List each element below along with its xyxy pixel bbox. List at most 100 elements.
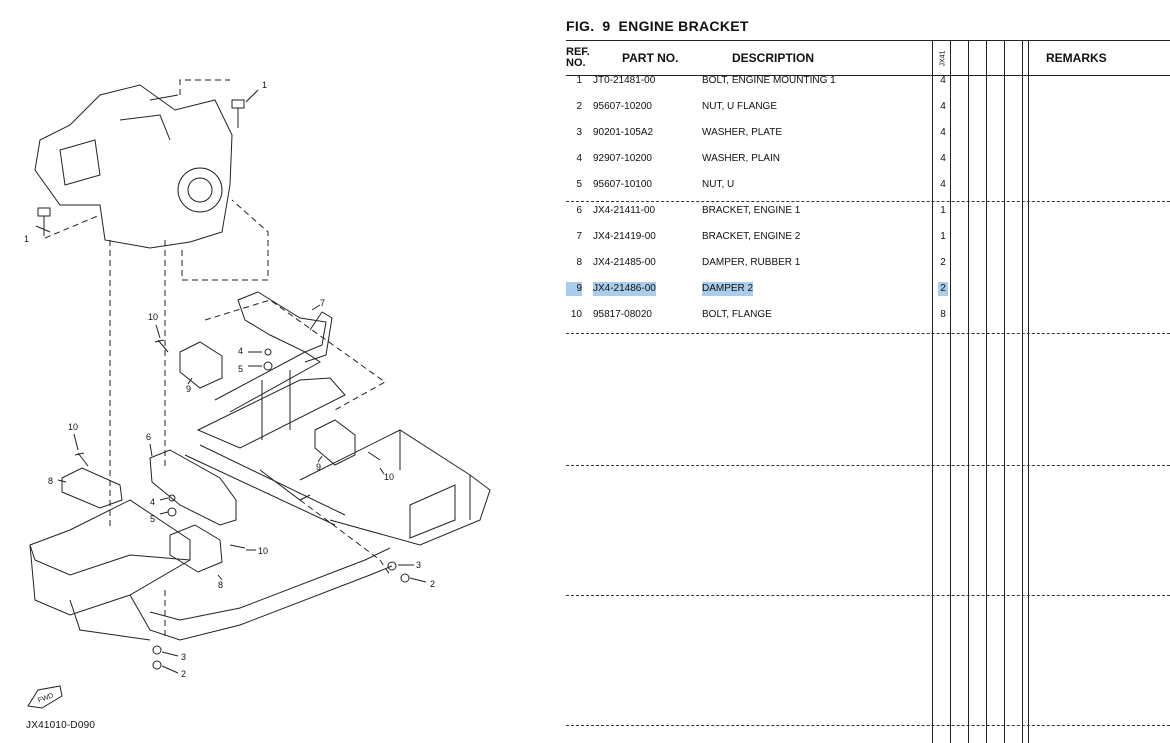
description: NUT, U bbox=[702, 179, 735, 190]
callout: 7 bbox=[320, 298, 325, 308]
callout: 10 bbox=[148, 312, 158, 322]
callout: 5 bbox=[150, 514, 155, 524]
group-divider bbox=[566, 333, 1170, 334]
callout: 6 bbox=[146, 432, 151, 442]
part-no: JX4-21411-00 bbox=[593, 205, 656, 216]
figure-number: 9 bbox=[602, 18, 611, 34]
header-part-no: PART NO. bbox=[622, 51, 679, 65]
quantity: 1 bbox=[940, 205, 946, 216]
column-divider bbox=[1004, 40, 1005, 743]
description: BOLT, FLANGE bbox=[702, 309, 772, 320]
table-row: 7 JX4-21419-00 BRACKET, ENGINE 2 1 bbox=[566, 230, 1170, 256]
ref-no: 6 bbox=[576, 205, 582, 216]
description: WASHER, PLATE bbox=[702, 127, 783, 138]
callout: 3 bbox=[416, 560, 421, 570]
column-divider bbox=[1028, 40, 1029, 743]
ref-no: 3 bbox=[576, 127, 582, 138]
description: WASHER, PLAIN bbox=[702, 153, 780, 164]
figure-name: ENGINE BRACKET bbox=[618, 18, 749, 34]
callout: 2 bbox=[181, 669, 186, 679]
description: BRACKET, ENGINE 2 bbox=[702, 231, 801, 242]
quantity: 4 bbox=[940, 179, 946, 190]
callout: 3 bbox=[181, 652, 186, 662]
column-divider bbox=[986, 40, 987, 743]
table-row: 5 95607-10100 NUT, U 4 bbox=[566, 178, 1170, 204]
table-header: REF. NO. PART NO. DESCRIPTION JX41 REMAR… bbox=[566, 40, 1170, 76]
column-divider bbox=[968, 40, 969, 743]
callout: 5 bbox=[238, 364, 243, 374]
callout: 10 bbox=[258, 546, 268, 556]
table-row: 2 95607-10200 NUT, U FLANGE 4 bbox=[566, 100, 1170, 126]
quantity: 4 bbox=[940, 153, 946, 164]
quantity: 4 bbox=[940, 101, 946, 112]
part-no: 92907-10200 bbox=[593, 153, 652, 164]
description: BRACKET, ENGINE 1 bbox=[702, 205, 801, 216]
table-row: 10 95817-08020 BOLT, FLANGE 8 bbox=[566, 308, 1170, 334]
quantity: 4 bbox=[940, 75, 946, 86]
group-divider bbox=[566, 465, 1170, 466]
group-divider bbox=[566, 725, 1170, 726]
callout-labels: 1 1 7 10 4 5 9 6 10 8 4 5 9 10 10 8 3 2 … bbox=[24, 80, 435, 704]
header-ref-no: REF. NO. bbox=[566, 46, 590, 69]
description: DAMPER, RUBBER 1 bbox=[702, 257, 801, 268]
group-divider bbox=[566, 595, 1170, 596]
callout: 8 bbox=[218, 580, 223, 590]
part-no: JT0-21481-00 bbox=[593, 75, 656, 86]
part-no: 95607-10200 bbox=[593, 101, 652, 112]
quantity: 4 bbox=[940, 127, 946, 138]
column-divider bbox=[1022, 40, 1023, 743]
ref-no: 1 bbox=[576, 75, 582, 86]
ref-no: 5 bbox=[576, 179, 582, 190]
part-no: JX4-21486-00 bbox=[593, 282, 656, 296]
fwd-arrow bbox=[27, 685, 63, 709]
column-divider bbox=[932, 40, 933, 743]
header-remarks: REMARKS bbox=[1046, 51, 1107, 65]
callout: 2 bbox=[430, 579, 435, 589]
quantity: 2 bbox=[938, 282, 948, 296]
ref-no: 9 bbox=[566, 282, 582, 296]
callout: 1 bbox=[262, 80, 267, 90]
quantity: 1 bbox=[940, 231, 946, 242]
table-row-selected[interactable]: 9 JX4-21486-00 DAMPER 2 2 bbox=[566, 282, 1170, 308]
engine-bracket-drawing: 1 1 7 10 4 5 9 6 10 8 4 5 9 10 10 8 3 2 … bbox=[24, 79, 491, 709]
part-no: JX4-21485-00 bbox=[593, 257, 656, 268]
quantity: 8 bbox=[940, 309, 946, 320]
table-row: 8 JX4-21485-00 DAMPER, RUBBER 1 2 bbox=[566, 256, 1170, 282]
ref-no: 7 bbox=[576, 231, 582, 242]
part-no: 95607-10100 bbox=[593, 179, 652, 190]
engine-block bbox=[34, 84, 233, 249]
callout: 1 bbox=[24, 234, 29, 244]
callout: 9 bbox=[186, 384, 191, 394]
ref-no: 10 bbox=[570, 309, 582, 320]
table-row: 4 92907-10200 WASHER, PLAIN 4 bbox=[566, 152, 1170, 178]
description: DAMPER 2 bbox=[702, 282, 754, 296]
diagram-code: JX41010-D090 bbox=[26, 720, 96, 731]
quantity: 2 bbox=[940, 257, 946, 268]
group-divider bbox=[566, 201, 1170, 202]
part-no: 95817-08020 bbox=[593, 309, 652, 320]
callout: 4 bbox=[238, 346, 243, 356]
description: BOLT, ENGINE MOUNTING 1 bbox=[702, 75, 836, 86]
exploded-parts-diagram: 1 1 7 10 4 5 9 6 10 8 4 5 9 10 10 8 3 2 … bbox=[0, 0, 560, 743]
figure-title: FIG. 9 ENGINE BRACKET bbox=[566, 18, 749, 34]
table-row: 3 90201-105A2 WASHER, PLATE 4 bbox=[566, 126, 1170, 152]
header-description: DESCRIPTION bbox=[732, 51, 815, 65]
callout: 10 bbox=[384, 472, 394, 482]
table-row: 1 JT0-21481-00 BOLT, ENGINE MOUNTING 1 4 bbox=[566, 74, 1170, 100]
callout: 4 bbox=[150, 497, 155, 507]
parts-table: REF. NO. PART NO. DESCRIPTION JX41 REMAR… bbox=[566, 40, 1170, 743]
model-code: JX41 bbox=[939, 50, 947, 66]
ref-no: 2 bbox=[576, 101, 582, 112]
header-model: JX41 bbox=[936, 41, 950, 75]
ref-no: 8 bbox=[576, 257, 582, 268]
table-row: 6 JX4-21411-00 BRACKET, ENGINE 1 1 bbox=[566, 204, 1170, 230]
description: NUT, U FLANGE bbox=[702, 101, 778, 112]
callout: 10 bbox=[68, 422, 78, 432]
callout: 8 bbox=[48, 476, 53, 486]
part-no: 90201-105A2 bbox=[593, 127, 654, 138]
figure-label: FIG. bbox=[566, 18, 595, 34]
ref-no: 4 bbox=[576, 153, 582, 164]
callout: 9 bbox=[316, 462, 321, 472]
column-divider bbox=[950, 40, 951, 743]
part-no: JX4-21419-00 bbox=[593, 231, 656, 242]
